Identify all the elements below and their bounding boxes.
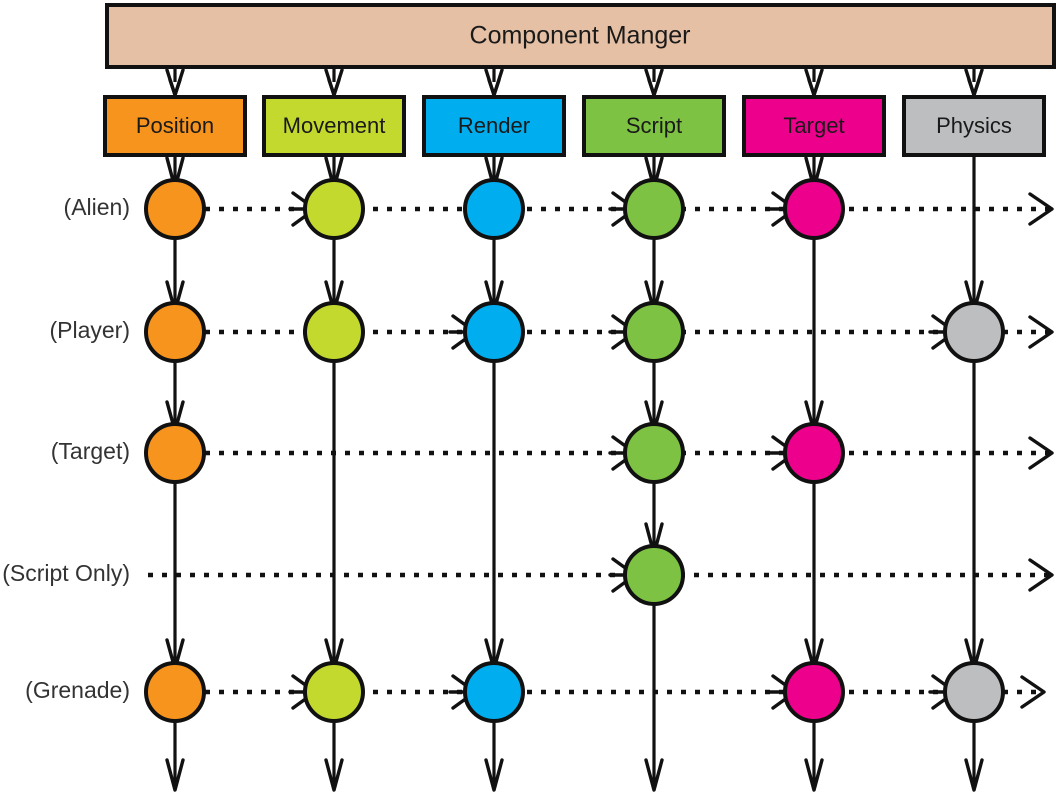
node-grenade-target[interactable] [783,661,845,723]
component-manager-label: Component Manger [470,22,691,50]
connector-manager-physics [964,67,984,97]
row-label-player: (Player) [49,317,130,343]
node-alien-script[interactable] [623,178,685,240]
component-box-position-label: Position [136,113,214,138]
component-box-position[interactable]: Position [103,95,247,157]
component-box-target[interactable]: Target [742,95,886,157]
node-player-render[interactable] [463,301,525,363]
component-manager-bar[interactable]: Component Manger [105,3,1056,69]
row-labels: (Alien) (Player) (Target) (Script Only) … [2,194,130,703]
row-label-script-only: (Script Only) [2,560,130,586]
row-label-target: (Target) [51,438,130,464]
vertical-chain-target [804,155,824,792]
component-box-target-label: Target [783,113,844,138]
component-box-render[interactable]: Render [422,95,566,157]
node-grenade-physics[interactable] [943,661,1005,723]
node-alien-render[interactable] [463,178,525,240]
node-target-position[interactable] [144,422,206,484]
row-label-alien: (Alien) [64,194,130,220]
connector-manager-script [644,67,664,97]
node-grenade-movement[interactable] [303,661,365,723]
component-box-physics[interactable]: Physics [902,95,1046,157]
component-box-script[interactable]: Script [582,95,726,157]
node-alien-position[interactable] [144,178,206,240]
node-script-only-script[interactable] [623,544,685,606]
component-box-script-label: Script [626,113,682,138]
node-alien-target[interactable] [783,178,845,240]
node-alien-movement[interactable] [303,178,365,240]
node-target-target[interactable] [783,422,845,484]
component-instance-nodes [144,178,1005,723]
component-manager-rect [105,3,1056,69]
node-player-physics[interactable] [943,301,1005,363]
component-box-render-rect [422,95,566,157]
component-header-boxes: Position Movement Render Script Target P… [103,95,1046,157]
component-box-movement-label: Movement [283,113,386,138]
connector-manager-render [484,67,504,97]
node-player-script[interactable] [623,301,685,363]
connector-manager-target [804,67,824,97]
component-box-movement[interactable]: Movement [262,95,406,157]
component-box-target-rect [742,95,886,157]
entity-chain-script-only [148,557,1054,593]
component-box-render-label: Render [458,113,530,138]
manager-to-component-connectors [165,67,984,97]
node-player-position[interactable] [144,301,206,363]
component-box-physics-label: Physics [936,113,1012,138]
horizontal-entity-chains [148,191,1054,710]
row-label-grenade: (Grenade) [25,677,130,703]
node-target-script[interactable] [623,422,685,484]
connector-manager-position [165,67,185,97]
node-grenade-render[interactable] [463,661,525,723]
node-grenade-position[interactable] [144,661,206,723]
node-player-movement[interactable] [303,301,365,363]
connector-manager-movement [324,67,344,97]
vertical-component-chains [165,155,984,792]
